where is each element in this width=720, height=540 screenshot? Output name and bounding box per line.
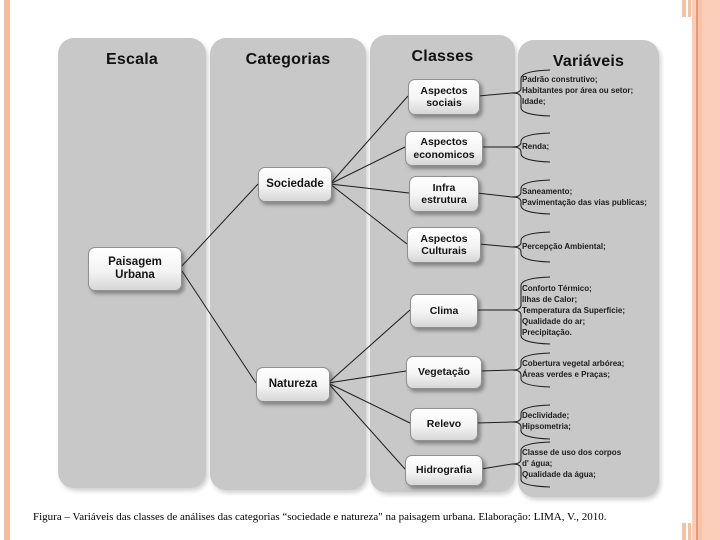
accent-tab bbox=[682, 523, 686, 540]
figure-caption: Figura – Variáveis das classes de anális… bbox=[33, 511, 607, 523]
column-header-escala: Escala bbox=[106, 51, 158, 68]
node-aspectos-sociais: Aspectos sociais bbox=[408, 79, 480, 115]
column-header-classes: Classes bbox=[411, 48, 474, 65]
column-categorias: Categorias bbox=[210, 38, 366, 490]
variable-group-hidrografia: Classe de uso dos corpos d' água; Qualid… bbox=[522, 448, 622, 479]
column-header-variaveis: Variáveis bbox=[552, 53, 625, 70]
node-relevo: Relevo bbox=[410, 408, 478, 441]
accent-tab bbox=[682, 0, 686, 17]
variable-group-clima: Conforto Térmico; Ilhas de Calor; Temper… bbox=[522, 284, 625, 337]
node-aspectos-culturais: Aspectos Culturais bbox=[407, 227, 481, 263]
variable-group-vegetacao: Cobertura vegetal arbórea; Áreas verdes … bbox=[522, 359, 625, 379]
node-sociedade: Sociedade bbox=[258, 167, 332, 202]
left-accent-stripe bbox=[4, 0, 10, 540]
node-clima: Clima bbox=[410, 294, 478, 328]
variable-group-aspectos-economicos: Renda; bbox=[522, 142, 550, 151]
column-header-categorias: Categorias bbox=[245, 51, 331, 68]
node-infra-estrutura: Infra estrutura bbox=[409, 176, 479, 212]
accent-tab bbox=[688, 0, 691, 17]
variable-group-infra-estrutura: Saneamento; Pavimentação das vias public… bbox=[522, 187, 647, 207]
variable-group-aspectos-sociais: Padrão construtivo; Habitantes por área … bbox=[522, 75, 634, 106]
accent-tab bbox=[688, 523, 691, 540]
variable-group-aspectos-culturais: Percepção Ambiental; bbox=[522, 242, 606, 251]
node-vegetacao: Vegetação bbox=[406, 356, 482, 389]
node-natureza: Natureza bbox=[256, 367, 330, 402]
variable-group-relevo: Declividade; Hipsometria; bbox=[522, 411, 571, 431]
node-paisagem-urbana: Paisagem Urbana bbox=[88, 247, 182, 291]
node-hidrografia: Hidrografia bbox=[405, 455, 483, 486]
node-aspectos-economicos: Aspectos economicos bbox=[405, 131, 483, 166]
right-accent-band bbox=[692, 0, 720, 540]
